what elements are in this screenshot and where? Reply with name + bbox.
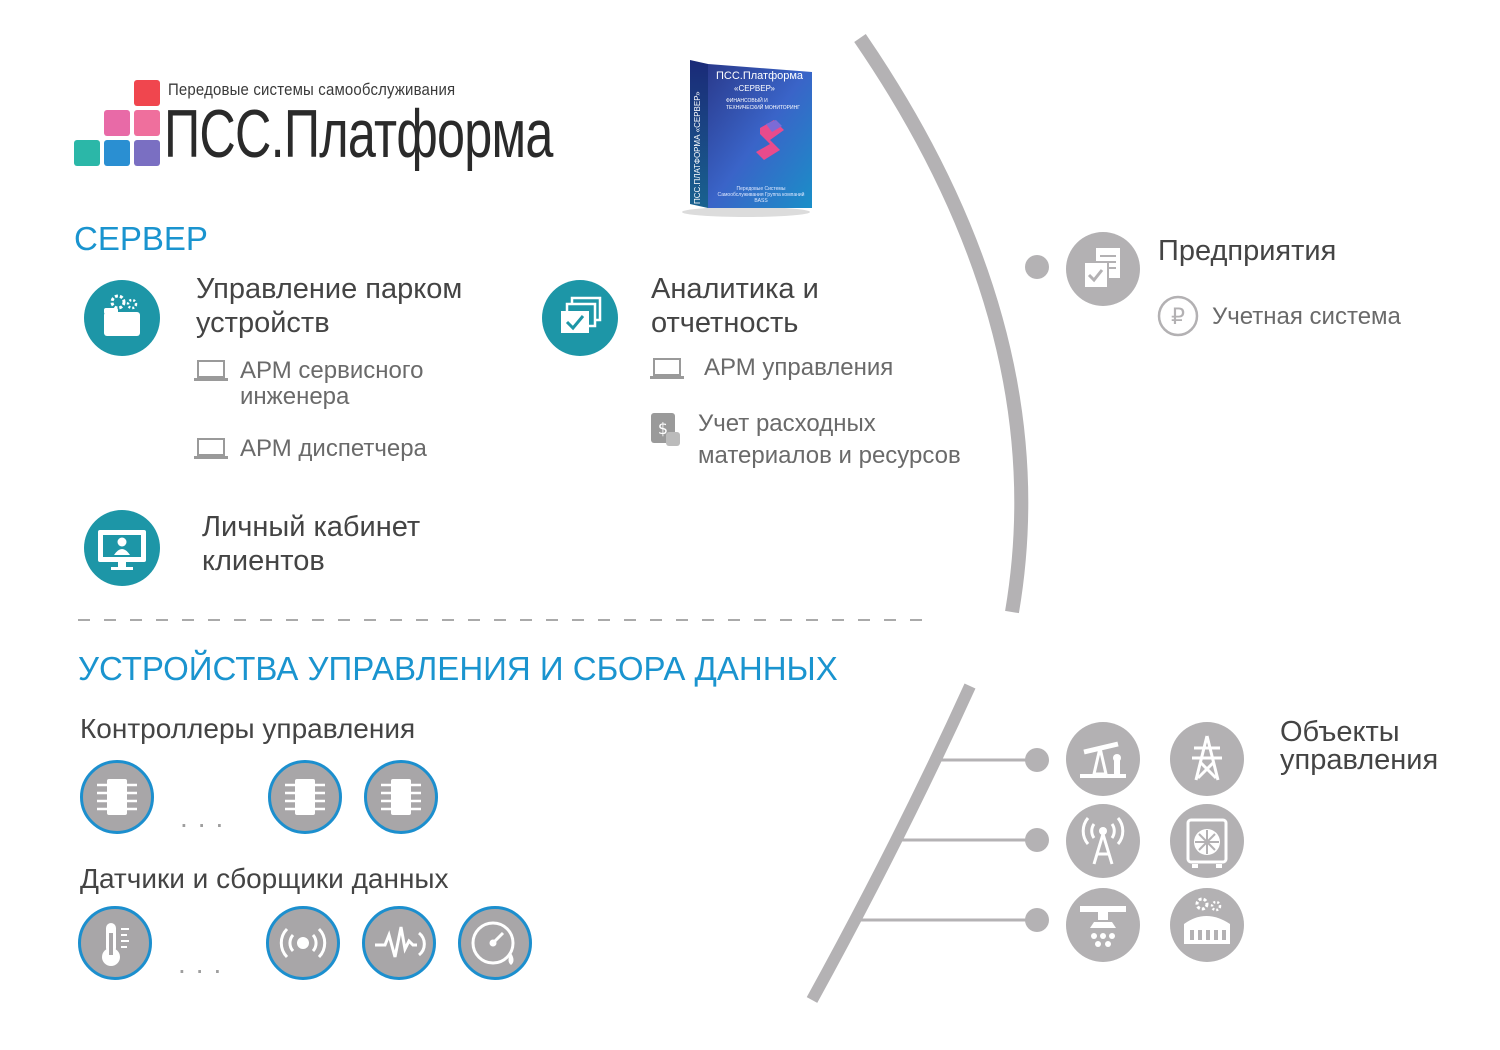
object-ventilation <box>1170 804 1244 878</box>
logo-square <box>104 140 130 166</box>
svg-text:₽: ₽ <box>1171 305 1185 330</box>
fleet-icon-circle <box>84 280 160 356</box>
tablet-coin-icon: $ <box>650 412 684 448</box>
object-antenna <box>1066 804 1140 878</box>
sensor-device <box>362 906 436 980</box>
sensors-title: Датчики и сборщики данных <box>80 863 449 894</box>
object-factory <box>1170 888 1244 962</box>
logo-square <box>134 80 160 106</box>
fleet-item-engineer: АРМ сервисного инженера <box>240 357 424 410</box>
laptop-icon <box>194 438 228 460</box>
svg-text:$: $ <box>658 419 668 438</box>
sensor-device <box>78 906 152 980</box>
gear-folder-icon <box>104 294 140 336</box>
logo-square <box>104 110 130 136</box>
product-box-subtitle: «СЕРВЕР» <box>734 84 775 93</box>
object-oil-pump <box>1066 722 1140 796</box>
logo-name: ПСС.Платформа <box>164 96 553 172</box>
product-box-footer: Передовые Системы Самообслуживания Групп… <box>717 186 805 204</box>
chip-icon <box>285 779 325 815</box>
object-power-tower <box>1170 722 1244 796</box>
stacked-check-icon <box>561 296 602 333</box>
product-box-title: ПСС.Платформа <box>716 70 804 82</box>
object-irrigation <box>1066 888 1140 962</box>
cabinet-icon-circle <box>84 510 160 586</box>
sensor-device <box>266 906 340 980</box>
ventilation-fan-icon <box>1186 818 1228 868</box>
analytics-title: Аналитика и отчетность <box>651 273 819 339</box>
cabinet-title: Личный кабинет клиентов <box>202 511 421 577</box>
pressure-gauge-icon <box>471 921 515 965</box>
laptop-icon <box>650 358 684 380</box>
product-box: ПСС.Платформа «СЕРВЕР» ФИНАНСОВЫЙ И ТЕХН… <box>668 58 814 218</box>
logo-mark <box>74 80 160 166</box>
fleet-title: Управление парком устройств <box>196 273 463 339</box>
devices-title: УСТРОЙСТВА УПРАВЛЕНИЯ И СБОРА ДАННЫХ <box>78 650 838 687</box>
controllers-ellipsis: ... <box>180 802 234 833</box>
controller-device <box>364 760 438 834</box>
chip-icon <box>97 779 137 815</box>
enterprise-title: Предприятия <box>1158 235 1337 267</box>
enterprise-accounting: Учетная система <box>1212 303 1401 330</box>
laptop-icon <box>194 360 228 382</box>
analytics-item-resources: Учет расходных материалов и ресурсов <box>698 410 961 469</box>
enterprise-icon-circle <box>1066 232 1140 306</box>
devices-arc <box>806 683 976 1003</box>
logo-square <box>134 140 160 166</box>
oil-pump-icon <box>1080 741 1126 778</box>
server-arc <box>854 34 1029 614</box>
chip-icon <box>381 779 421 815</box>
documents-check-icon <box>1083 248 1120 289</box>
objects-connector-dot-2 <box>1025 828 1049 852</box>
power-tower-icon <box>1192 735 1222 781</box>
objects-connector-dot-1 <box>1025 748 1049 772</box>
thermometer-icon <box>102 923 129 966</box>
controller-device <box>80 760 154 834</box>
fleet-item-dispatcher: АРМ диспетчера <box>240 435 427 462</box>
enterprise-connector-dot <box>1025 255 1049 279</box>
radio-antenna-icon <box>1081 817 1125 865</box>
sensor-device <box>458 906 532 980</box>
monitor-user-icon <box>98 530 146 570</box>
logo-tagline: Передовые системы самообслуживания <box>168 80 456 99</box>
objects-title: Объекты управления <box>1280 716 1439 776</box>
controllers-title: Контроллеры управления <box>80 713 416 744</box>
analytics-item-management: АРМ управления <box>704 354 894 381</box>
analytics-icon-circle <box>542 280 618 356</box>
factory-icon <box>1184 897 1230 944</box>
product-box-feature: ФИНАНСОВЫЙ И ТЕХНИЧЕСКИЙ МОНИТОРИНГ <box>726 98 800 111</box>
irrigation-icon <box>1080 906 1126 947</box>
wireless-sensor-icon <box>279 927 327 959</box>
pulse-icon <box>375 926 426 958</box>
sensors-ellipsis: ... <box>178 948 232 979</box>
controller-device <box>268 760 342 834</box>
product-box-spine: ПСС.ПЛАТФОРМА «СЕРВЕР» <box>693 91 702 204</box>
objects-connector-dot-3 <box>1025 908 1049 932</box>
logo-square <box>74 140 100 166</box>
logo-square <box>134 110 160 136</box>
ruble-icon: ₽ <box>1156 294 1200 338</box>
server-title: СЕРВЕР <box>74 220 208 257</box>
